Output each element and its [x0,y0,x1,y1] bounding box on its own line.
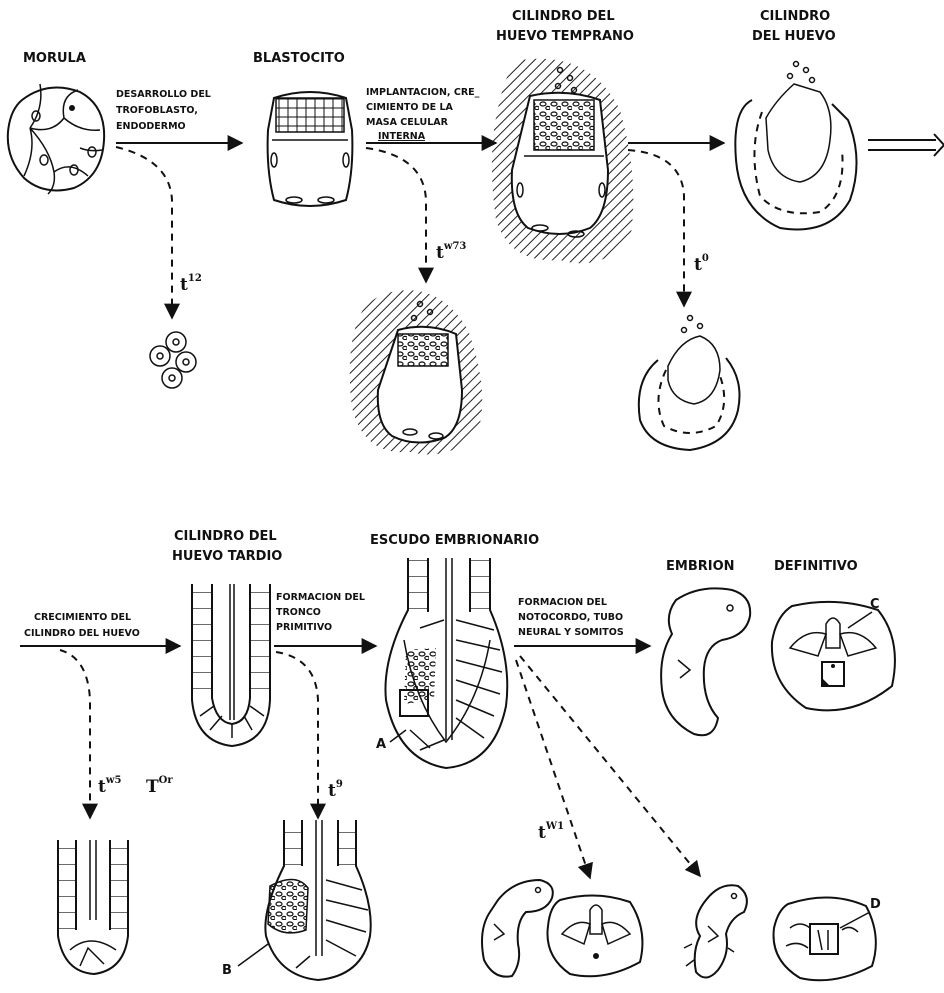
label-cylinder-1: CILINDRO [760,9,830,24]
process-4-line-1: FORMACION DEL [276,592,365,603]
label-cylinder-2: DEL HUEVO [752,29,836,44]
mutant-tor: TOr [146,775,173,797]
tw1-abnormal-embryo [482,880,553,977]
label-morula: MORULA [23,51,86,66]
t0-arrested-embryo [639,316,740,451]
t9-arrested-shield [265,820,370,980]
mutant-t12: t12 [180,273,202,295]
dashed-arrow-t9 [276,652,318,818]
marker-b-leader [238,944,268,966]
process-2-line-2: CIMIENTO DE LA [366,102,454,113]
blastocito-figure [268,92,353,206]
process-2-line-4: INTERNA [378,131,426,142]
dashed-arrow-tw5 [60,650,90,818]
embryonic-shield-figure [385,558,507,768]
marker-d: D [870,897,881,912]
process-2-line-1: IMPLANTACION, CRE_ [366,87,480,98]
process-3-line-1: CRECIMIENTO DEL [34,612,131,623]
marker-c: C [870,597,880,612]
morula-figure [8,84,104,194]
process-1-line-1: DESARROLLO DEL [116,89,211,100]
label-embryo: EMBRION [666,559,735,574]
process-2-line-3: MASA CELULAR [366,117,449,128]
d-abnormal-section [774,897,876,980]
label-shield: ESCUDO EMBRIONARIO [370,533,539,548]
late-egg-cylinder-figure [192,584,270,746]
mutant-t0: t0 [694,253,709,275]
process-4-line-3: PRIMITIVO [276,622,332,633]
marker-a: A [376,737,386,752]
dashed-arrow-tw1 [516,660,590,878]
process-5-line-3: NEURAL Y SOMITOS [518,627,624,638]
marker-b: B [222,963,232,978]
process-1-line-2: TROFOBLASTO, [116,105,198,116]
dashed-arrow-tw73 [366,148,426,282]
early-egg-cylinder-figure [492,59,633,264]
mutant-tw73: tw73 [436,241,466,263]
tw1-abnormal-section [547,895,642,976]
dashed-arrow-t0 [628,150,684,306]
definitive-embryo-figure [661,588,750,735]
label-blastocito: BLASTOCITO [253,51,345,66]
dashed-arrow-to-d [520,656,700,876]
process-5-line-2: NOTOCORDO, TUBO [518,612,623,623]
egg-cylinder-figure [735,62,856,230]
process-3-line-2: CILINDRO DEL HUEVO [24,628,140,639]
label-definitivo: DEFINITIVO [774,559,858,574]
label-early-cylinder-1: CILINDRO DEL [512,9,615,24]
mutant-t9: t9 [328,779,343,801]
marker-a-leader [390,730,406,742]
process-1-line-3: ENDODERMO [116,121,186,132]
mutant-tw1: tW1 [538,821,564,843]
process-4-line-2: TRONCO [276,607,321,618]
label-early-cylinder-2: HUEVO TEMPRANO [496,29,634,44]
marker-d-leader [840,912,870,928]
label-late-cylinder-1: CILINDRO DEL [174,529,277,544]
definitive-section-figure [772,602,895,711]
label-late-cylinder-2: HUEVO TARDIO [172,549,282,564]
arrow-continue-to-next-row [868,134,944,156]
mutant-tw5: tw5 [98,775,121,797]
dashed-arrow-t12 [116,147,172,318]
tw73-arrested-embryo [350,290,483,454]
marker-c-leader [848,612,872,628]
process-5-line-1: FORMACION DEL [518,597,607,608]
t12-arrested-morula [150,332,196,388]
d-abnormal-embryo [684,885,747,977]
tw5-arrested-cylinder [58,840,128,974]
